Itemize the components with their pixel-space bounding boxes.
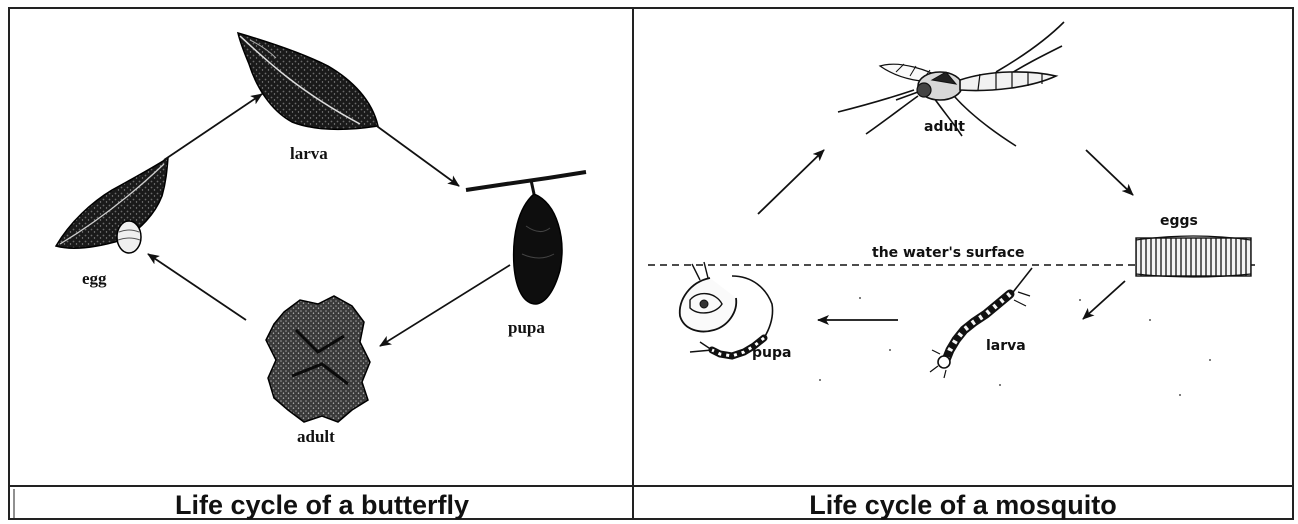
figure-frame (9, 8, 1293, 519)
butterfly-adult-illustration (266, 296, 370, 422)
arrow-adult-to-egg (148, 254, 246, 320)
arrow-adult-to-eggs (1086, 150, 1133, 195)
arrow-pupa-to-adult (380, 265, 510, 346)
mosquito-eggs-illustration (1136, 236, 1251, 277)
mosquito-panel: adult eggs the water's surface larva pup… (648, 22, 1258, 520)
arrow-eggs-to-larva (1083, 281, 1125, 319)
mosquito-larva-illustration (930, 268, 1032, 378)
arrow-egg-to-larva (164, 94, 262, 160)
butterfly-panel: larva egg pupa adult Life cycle of a but… (56, 33, 586, 520)
butterfly-adult-label: adult (297, 427, 335, 446)
mosquito-cycle-arrows (758, 150, 1133, 320)
mosquito-larva-label: larva (986, 338, 1026, 354)
butterfly-larva-illustration (238, 33, 378, 129)
butterfly-egg-label: egg (82, 269, 107, 288)
arrow-larva-to-pupa (374, 124, 459, 186)
butterfly-pupa-label: pupa (508, 318, 545, 337)
mosquito-caption: Life cycle of a mosquito (809, 490, 1117, 520)
butterfly-caption: Life cycle of a butterfly (175, 490, 469, 520)
arrow-pupa-to-adult (758, 150, 824, 214)
mosquito-pupa-label: pupa (752, 345, 791, 361)
butterfly-egg-illustration (56, 158, 168, 253)
mosquito-pupa-illustration (680, 262, 773, 356)
water-surface-label: the water's surface (872, 245, 1025, 261)
mosquito-adult-label: adult (924, 119, 965, 135)
butterfly-larva-label: larva (290, 144, 328, 163)
butterfly-pupa-illustration (466, 172, 586, 304)
mosquito-eggs-label: eggs (1160, 213, 1198, 229)
